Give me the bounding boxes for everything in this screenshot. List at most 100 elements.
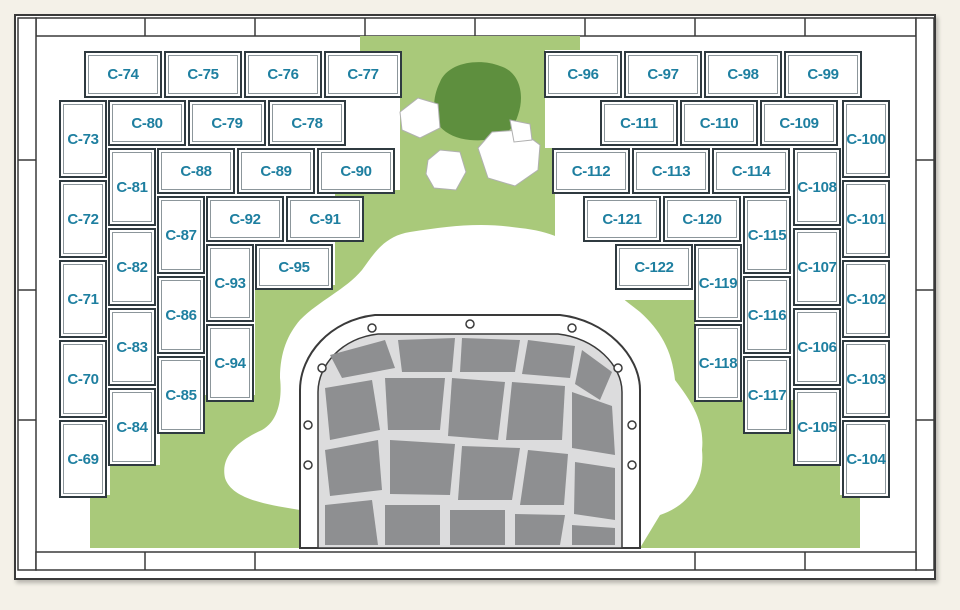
plot-c-73[interactable]: C-73	[59, 100, 107, 178]
plot-c-105[interactable]: C-105	[793, 388, 841, 466]
plot-c-82[interactable]: C-82	[108, 228, 156, 306]
plot-c-104[interactable]: C-104	[842, 420, 890, 498]
plot-c-110[interactable]: C-110	[680, 100, 758, 146]
plot-label: C-89	[260, 162, 292, 180]
plot-label: C-115	[747, 226, 787, 244]
plot-c-109[interactable]: C-109	[760, 100, 838, 146]
plot-c-78[interactable]: C-78	[268, 100, 346, 146]
plot-label: C-69	[67, 450, 99, 468]
plot-label: C-110	[699, 114, 739, 132]
plot-label: C-97	[647, 66, 679, 83]
plot-label: C-73	[67, 130, 99, 148]
plot-c-108[interactable]: C-108	[793, 148, 841, 226]
border-wall	[17, 17, 935, 571]
plot-c-81[interactable]: C-81	[108, 148, 156, 226]
plot-c-121[interactable]: C-121	[583, 196, 661, 242]
plot-c-90[interactable]: C-90	[317, 148, 395, 194]
shrub-and-rocks	[399, 62, 541, 191]
plot-c-69[interactable]: C-69	[59, 420, 107, 498]
plot-c-101[interactable]: C-101	[842, 180, 890, 258]
plot-c-100[interactable]: C-100	[842, 100, 890, 178]
stone-path	[299, 314, 641, 549]
plot-c-106[interactable]: C-106	[793, 308, 841, 386]
plot-c-102[interactable]: C-102	[842, 260, 890, 338]
plot-label: C-112	[571, 162, 611, 180]
plot-c-76[interactable]: C-76	[244, 51, 322, 98]
plot-c-112[interactable]: C-112	[552, 148, 630, 194]
plot-c-85[interactable]: C-85	[157, 356, 205, 434]
plot-c-116[interactable]: C-116	[743, 276, 791, 354]
plot-c-114[interactable]: C-114	[712, 148, 790, 194]
plot-label: C-100	[846, 130, 886, 148]
plot-c-80[interactable]: C-80	[108, 100, 186, 146]
plot-c-111[interactable]: C-111	[600, 100, 678, 146]
plot-c-83[interactable]: C-83	[108, 308, 156, 386]
plot-c-93[interactable]: C-93	[206, 244, 254, 322]
plot-label: C-105	[797, 418, 837, 436]
plot-label: C-111	[620, 114, 658, 132]
plot-c-99[interactable]: C-99	[784, 51, 862, 98]
plot-c-115[interactable]: C-115	[743, 196, 791, 274]
plot-label: C-80	[131, 114, 163, 132]
plot-label: C-72	[67, 210, 99, 228]
plot-c-97[interactable]: C-97	[624, 51, 702, 98]
plot-label: C-81	[116, 178, 148, 196]
plot-label: C-117	[747, 386, 787, 404]
plot-label: C-79	[211, 114, 243, 132]
plot-label: C-95	[278, 258, 310, 276]
plot-c-74[interactable]: C-74	[84, 51, 162, 98]
plot-c-77[interactable]: C-77	[324, 51, 402, 98]
plot-c-95[interactable]: C-95	[255, 244, 333, 290]
plot-label: C-85	[165, 386, 197, 404]
plot-label: C-104	[846, 450, 886, 468]
plot-label: C-84	[116, 418, 148, 436]
plot-c-84[interactable]: C-84	[108, 388, 156, 466]
plot-c-88[interactable]: C-88	[157, 148, 235, 194]
plot-c-91[interactable]: C-91	[286, 196, 364, 242]
plot-c-113[interactable]: C-113	[632, 148, 710, 194]
plot-c-75[interactable]: C-75	[164, 51, 242, 98]
plot-c-70[interactable]: C-70	[59, 340, 107, 418]
plot-c-71[interactable]: C-71	[59, 260, 107, 338]
plot-label: C-102	[846, 290, 886, 308]
plot-c-119[interactable]: C-119	[694, 244, 742, 322]
plot-c-96[interactable]: C-96	[544, 51, 622, 98]
plot-label: C-113	[651, 162, 691, 180]
plot-c-92[interactable]: C-92	[206, 196, 284, 242]
plot-c-117[interactable]: C-117	[743, 356, 791, 434]
plot-c-107[interactable]: C-107	[793, 228, 841, 306]
plot-c-103[interactable]: C-103	[842, 340, 890, 418]
plot-c-94[interactable]: C-94	[206, 324, 254, 402]
plot-label: C-78	[291, 114, 323, 132]
plot-label: C-86	[165, 306, 197, 324]
plot-label: C-94	[214, 354, 246, 372]
plot-label: C-103	[846, 370, 886, 388]
plot-label: C-75	[187, 66, 219, 83]
plot-label: C-114	[731, 162, 771, 180]
plot-label: C-99	[807, 66, 839, 83]
plot-label: C-87	[165, 226, 197, 244]
plot-c-87[interactable]: C-87	[157, 196, 205, 274]
plot-label: C-118	[698, 354, 738, 372]
plot-label: C-108	[797, 178, 837, 196]
plot-c-122[interactable]: C-122	[615, 244, 693, 290]
plot-label: C-70	[67, 370, 99, 388]
plot-c-89[interactable]: C-89	[237, 148, 315, 194]
plot-c-72[interactable]: C-72	[59, 180, 107, 258]
plot-label: C-119	[698, 274, 738, 292]
plot-label: C-91	[309, 210, 341, 228]
plot-c-86[interactable]: C-86	[157, 276, 205, 354]
plot-c-98[interactable]: C-98	[704, 51, 782, 98]
plot-label: C-101	[846, 210, 886, 228]
plot-c-120[interactable]: C-120	[663, 196, 741, 242]
plot-label: C-98	[727, 66, 759, 83]
plot-label: C-116	[747, 306, 787, 324]
plot-label: C-82	[116, 258, 148, 276]
plot-c-118[interactable]: C-118	[694, 324, 742, 402]
plot-label: C-71	[67, 290, 99, 308]
plot-label: C-107	[797, 258, 837, 276]
plot-label: C-90	[340, 162, 372, 180]
plot-c-79[interactable]: C-79	[188, 100, 266, 146]
